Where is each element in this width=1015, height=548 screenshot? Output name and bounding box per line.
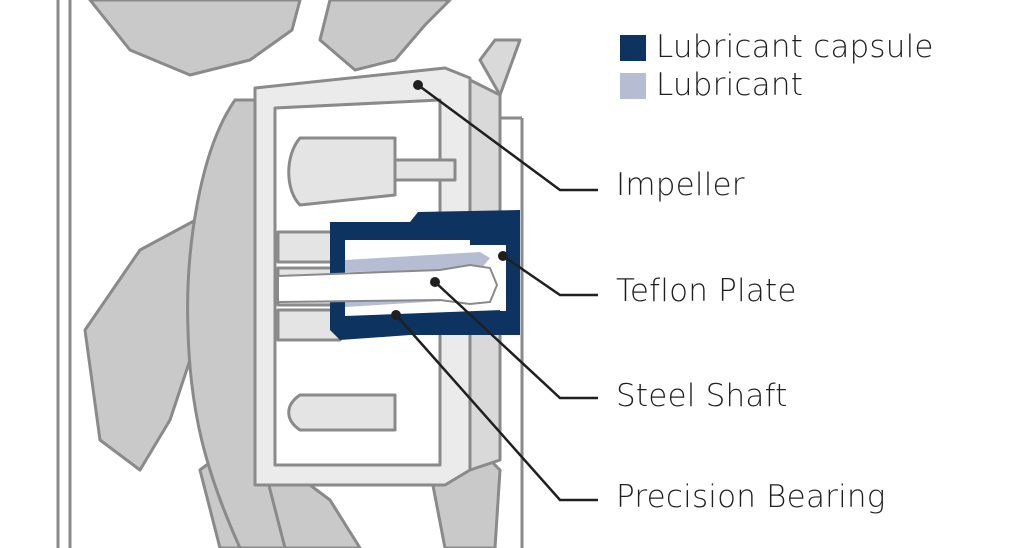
leader-dots xyxy=(391,80,508,320)
legend-label-lubricant-capsule: Lubricant capsule xyxy=(656,29,934,65)
dot-teflon-plate xyxy=(498,251,508,261)
legend-item-lubricant: Lubricant xyxy=(620,70,803,101)
leader-impeller xyxy=(417,83,598,192)
leader-teflon-plate xyxy=(502,254,598,297)
fan-frame-left xyxy=(56,0,72,548)
steel-shaft xyxy=(277,263,499,306)
leader-precision-bearing xyxy=(395,314,598,502)
dot-precision-bearing xyxy=(391,310,401,320)
leader-lines xyxy=(395,83,598,502)
teflon-plate xyxy=(500,245,506,311)
label-precision-bearing: Precision Bearing xyxy=(616,479,886,515)
swatch-lubricant-capsule xyxy=(620,34,646,61)
legend-item-lubricant-capsule: Lubricant capsule xyxy=(620,32,934,63)
label-steel-shaft: Steel Shaft xyxy=(616,378,788,414)
label-impeller: Impeller xyxy=(616,167,745,203)
swatch-lubricant xyxy=(620,72,646,99)
leader-steel-shaft xyxy=(434,281,598,400)
legend-label-lubricant: Lubricant xyxy=(656,67,804,103)
dot-steel-shaft xyxy=(430,277,440,287)
label-teflon-plate: Teflon Plate xyxy=(616,273,797,309)
dot-impeller xyxy=(413,80,423,90)
